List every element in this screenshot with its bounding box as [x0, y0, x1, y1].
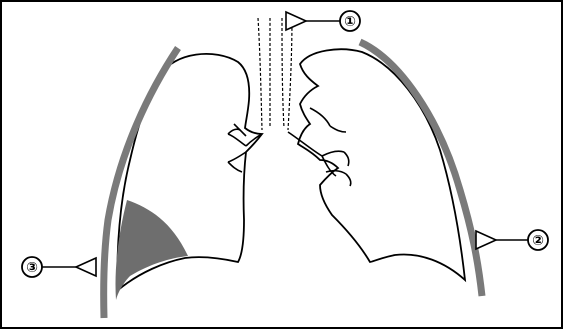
marker-2-label: ②	[532, 233, 544, 249]
marker-3-label: ③	[26, 260, 38, 276]
marker-1-label: ①	[344, 14, 356, 30]
